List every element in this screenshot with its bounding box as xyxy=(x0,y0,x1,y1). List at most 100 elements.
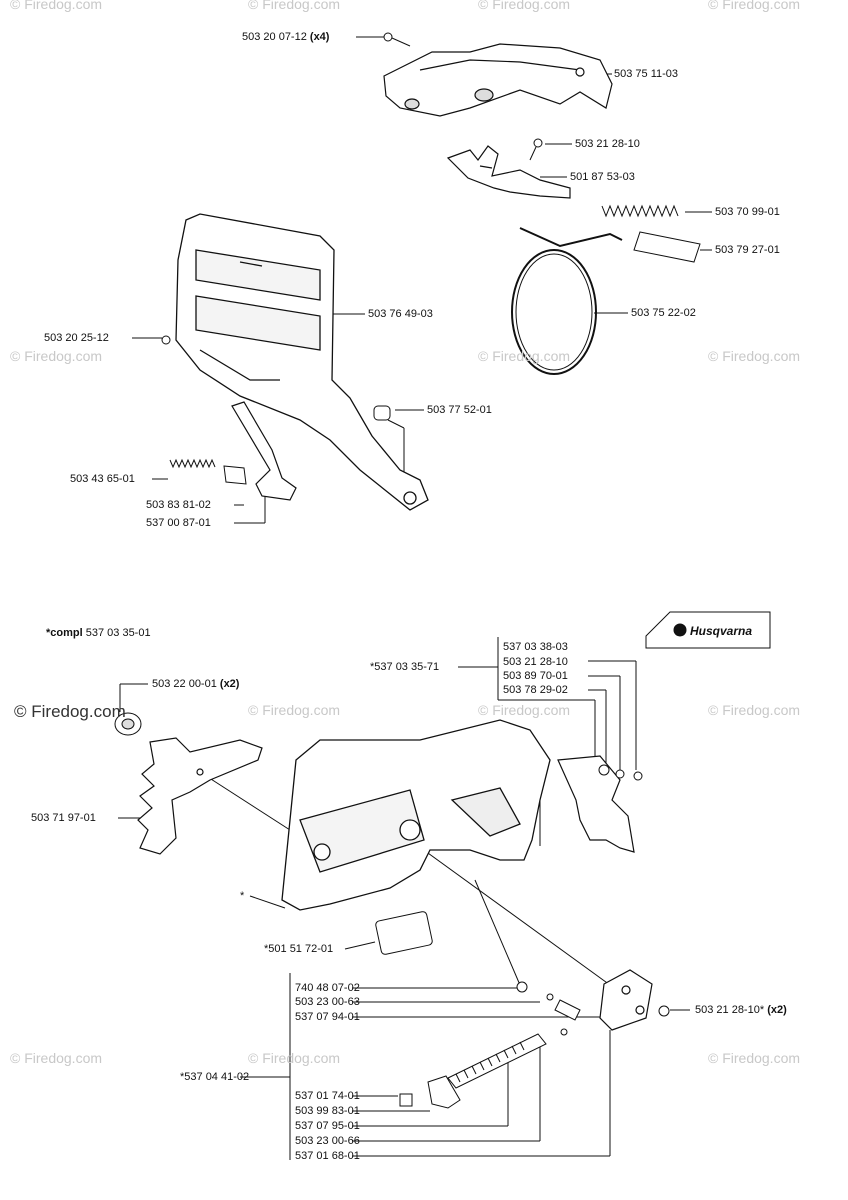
part-label: * xyxy=(240,890,244,902)
part-label: 503 75 11-03 xyxy=(614,68,678,80)
part-number: *537 03 35-71 xyxy=(370,661,440,673)
part-number: *537 04 41-02 xyxy=(180,1071,250,1083)
part-number: 503 79 27-01 xyxy=(715,244,780,256)
screw-part-icon xyxy=(383,32,411,47)
spring-part-icon xyxy=(169,458,216,469)
lever-part-icon xyxy=(231,401,297,501)
brake-lever-icon xyxy=(446,145,571,199)
tensioner-plate-icon xyxy=(599,969,653,1031)
part-qty: (x4) xyxy=(309,31,330,43)
part-label: 537 01 68-01 xyxy=(295,1150,360,1162)
watermark: © Firedog.com xyxy=(708,348,801,364)
part-number: 503 21 28-10 xyxy=(575,138,640,150)
part-number: 503 21 28-10 xyxy=(503,656,568,668)
part-number: 503 20 25-12 xyxy=(44,332,109,344)
rubber-pad-icon xyxy=(375,911,433,955)
watermark: © Firedog.com xyxy=(10,1050,103,1066)
tensioner-nut-icon xyxy=(427,1075,461,1109)
watermark: © Firedog.com xyxy=(10,0,103,12)
nut-part-icon xyxy=(114,712,142,736)
part-number: 503 23 00-66 xyxy=(295,1135,360,1147)
group-note-number: 537 03 35-01 xyxy=(85,627,151,639)
part-label: 503 71 97-01 xyxy=(31,812,96,824)
part-number: 503 22 00-01 xyxy=(152,678,217,690)
part-number: 503 99 83-01 xyxy=(295,1105,360,1117)
part-label: 503 77 52-01 xyxy=(427,404,492,416)
part-number: 537 03 38-03 xyxy=(503,641,568,653)
watermark: © Firedog.com xyxy=(248,1050,341,1066)
part-label: 537 01 74-01 xyxy=(295,1090,360,1102)
part-label: 503 76 49-03 xyxy=(368,308,433,320)
part-number: 503 71 97-01 xyxy=(31,812,96,824)
part-label: 537 00 87-01 xyxy=(146,517,211,529)
husqvarna-crown-logo-icon xyxy=(673,623,687,637)
part-number: *501 51 72-01 xyxy=(264,943,334,955)
part-number: 740 48 07-02 xyxy=(295,982,360,994)
part-label: 503 89 70-01 xyxy=(503,670,568,682)
part-label: 503 23 00-63 xyxy=(295,996,360,1008)
spring-part-icon xyxy=(601,204,679,218)
brake-band-icon xyxy=(511,227,623,375)
screw-part-icon xyxy=(161,335,171,345)
watermark: © Firedog.com xyxy=(248,702,341,718)
husqvarna-brand-label: Husqvarna xyxy=(690,624,753,638)
part-qty: (x2) xyxy=(219,678,240,690)
part-number: 501 87 53-03 xyxy=(570,171,635,183)
part-label: 503 78 29-02 xyxy=(503,684,568,696)
part-number: 503 77 52-01 xyxy=(427,404,492,416)
part-number: 503 89 70-01 xyxy=(503,670,568,682)
part-label: 503 99 83-01 xyxy=(295,1105,360,1117)
group-note: *compl 537 03 35-01 xyxy=(46,627,151,639)
watermark: © Firedog.com xyxy=(708,0,801,12)
part-label: 503 22 00-01 (x2) xyxy=(152,678,239,690)
watermark: © Firedog.com xyxy=(248,0,341,12)
group-note-prefix: *compl xyxy=(46,627,83,639)
bushing-part-icon xyxy=(373,405,391,421)
screw-part-icon xyxy=(598,764,643,781)
husqvarna-badge xyxy=(645,611,771,649)
part-label: *537 03 35-71 xyxy=(370,661,439,673)
chain-brake-cover-icon xyxy=(383,43,613,117)
part-label: 503 20 07-12 (x4) xyxy=(242,31,329,43)
watermark: © Firedog.com xyxy=(10,348,103,364)
small-block-part-icon xyxy=(399,1093,413,1107)
part-qty: (x2) xyxy=(767,1004,787,1016)
part-label: 537 07 95-01 xyxy=(295,1120,360,1132)
part-number: 503 43 65-01 xyxy=(70,473,135,485)
watermark: © Firedog.com xyxy=(478,702,571,718)
block-part-icon xyxy=(223,465,247,485)
part-label: 503 70 99-01 xyxy=(715,206,780,218)
part-number: 503 76 49-03 xyxy=(368,308,433,320)
part-label: 537 07 94-01 xyxy=(295,1011,360,1023)
part-number: 503 21 28-10* xyxy=(695,1004,765,1016)
part-number: * xyxy=(240,890,245,902)
watermark: © Firedog.com xyxy=(708,702,801,718)
part-number: 503 70 99-01 xyxy=(715,206,780,218)
clip-part-icon xyxy=(633,231,701,263)
part-number: 503 23 00-63 xyxy=(295,996,360,1008)
part-label: 501 87 53-03 xyxy=(570,171,635,183)
part-label: 503 20 25-12 xyxy=(44,332,109,344)
part-number: 503 75 11-03 xyxy=(614,68,679,80)
bracket-part-icon xyxy=(137,737,263,855)
part-number: 537 01 74-01 xyxy=(295,1090,360,1102)
part-label: 503 75 22-02 xyxy=(631,307,696,319)
part-label: 503 21 28-10 xyxy=(575,138,640,150)
part-label: 537 03 38-03 xyxy=(503,641,568,653)
part-label: *501 51 72-01 xyxy=(264,943,333,955)
part-number: 503 20 07-12 xyxy=(242,31,307,43)
screw-part-icon xyxy=(516,981,670,1036)
part-label: 503 21 28-10 xyxy=(503,656,568,668)
part-number: 503 75 22-02 xyxy=(631,307,696,319)
watermark: © Firedog.com xyxy=(478,0,571,12)
part-number: 537 07 94-01 xyxy=(295,1011,360,1023)
watermark: © Firedog.com xyxy=(708,1050,801,1066)
part-number: 537 07 95-01 xyxy=(295,1120,360,1132)
watermark: © Firedog.com xyxy=(478,348,571,364)
front-hand-guard-icon xyxy=(175,213,429,511)
part-label: 503 79 27-01 xyxy=(715,244,780,256)
part-label: 503 23 00-66 xyxy=(295,1135,360,1147)
watermark-prominent: © Firedog.com xyxy=(14,702,126,721)
part-number: 537 00 87-01 xyxy=(146,517,211,529)
